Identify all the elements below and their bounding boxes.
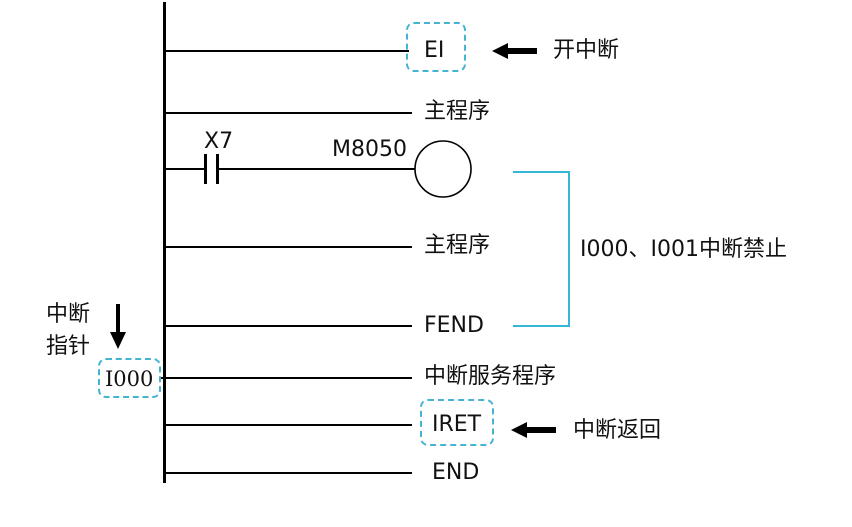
rung-main2-line xyxy=(165,246,412,248)
iret-dashed-box xyxy=(420,399,494,446)
main-program-label-2: 主程序 xyxy=(424,233,491,258)
bracket-vertical xyxy=(568,171,570,327)
rung-fend-line xyxy=(165,325,412,327)
arrow-down-icon xyxy=(110,304,126,349)
x7-contact-bar-left xyxy=(204,154,207,184)
ei-annotation: 开中断 xyxy=(553,38,620,63)
end-instruction: END xyxy=(432,460,480,485)
i000-dashed-box xyxy=(98,358,161,398)
ei-instruction: EI xyxy=(424,38,445,63)
bracket-bottom xyxy=(513,325,570,327)
rung-main1-line xyxy=(165,112,412,114)
arrow-left-icon xyxy=(492,43,537,59)
pointer-note-line2: 指针 xyxy=(46,334,91,359)
m8050-coil-label: M8050 xyxy=(332,137,407,162)
isr-label: 中断服务程序 xyxy=(424,364,557,389)
arrow-left-icon xyxy=(511,422,556,438)
coil-circle-icon xyxy=(414,140,472,198)
main-program-label-1: 主程序 xyxy=(424,99,491,124)
rung-ei-line xyxy=(165,50,409,52)
rung-x7-line-left xyxy=(165,168,205,170)
rung-x7-line-right xyxy=(218,168,415,170)
interrupt-disable-note: I000、I001中断禁止 xyxy=(580,237,787,262)
bracket-top xyxy=(513,171,570,173)
pointer-note-line1: 中断 xyxy=(46,302,91,327)
x7-contact-label: X7 xyxy=(204,129,234,154)
fend-instruction: FEND xyxy=(424,313,484,338)
x7-contact-bar-right xyxy=(216,154,219,184)
rung-end-line xyxy=(165,472,412,474)
interrupt-pointer-i000: I000 xyxy=(105,367,154,391)
power-rail xyxy=(163,2,166,483)
iret-instruction: IRET xyxy=(432,412,482,437)
iret-annotation: 中断返回 xyxy=(573,418,662,443)
rung-isr-line xyxy=(161,377,412,379)
ei-dashed-box xyxy=(406,22,466,72)
rung-iret-line xyxy=(165,424,412,426)
